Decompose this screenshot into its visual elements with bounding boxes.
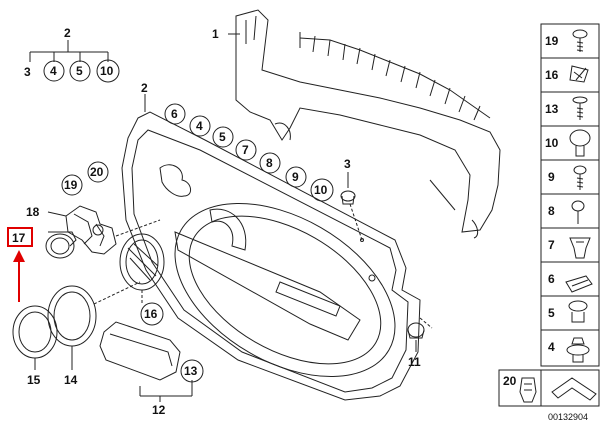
label-10a: 10: [100, 64, 114, 78]
callout-circle-16: [140, 302, 164, 326]
label-20: 20: [90, 165, 104, 179]
table-icons: [519, 29, 597, 403]
label-2a: 2: [64, 26, 71, 40]
callout-row-6-10: [164, 103, 334, 202]
label-7: 7: [242, 143, 249, 157]
label-17: 17: [12, 231, 26, 245]
part-17-ring: [45, 231, 77, 259]
callout-circle-19: [61, 174, 83, 196]
part-3-clip: [340, 172, 363, 241]
callout-labels: 2 3 4 5 10 1 2 6 4 5 7 8 9 10 3 20 19 18…: [12, 26, 421, 417]
table-bottom-label: 20: [503, 374, 517, 388]
table-row-label: 8: [548, 204, 555, 218]
callout-circle-10a: [96, 59, 120, 83]
label-12: 12: [152, 403, 166, 417]
part-18-switch-bracket: [47, 161, 161, 255]
label-18: 18: [26, 205, 40, 219]
callout-circle-13: [180, 359, 204, 383]
diagram-id: 00132904: [548, 412, 588, 422]
label-6: 6: [171, 107, 178, 121]
screw-icon-19: [572, 29, 588, 39]
label-10b: 10: [314, 183, 328, 197]
part-15-ring: [12, 305, 58, 370]
label-3b: 3: [344, 157, 351, 171]
callout-circle-20: [87, 161, 109, 183]
part-12-cover: [99, 321, 204, 402]
part-1-bracket: [235, 9, 501, 239]
label-5a: 5: [76, 64, 83, 78]
highlight-17: [7, 227, 33, 302]
label-19: 19: [64, 178, 78, 192]
callout-circle-5a: [69, 60, 91, 82]
label-15: 15: [27, 373, 41, 387]
nut-icon-16: [569, 65, 589, 83]
table-row-label: 5: [548, 306, 555, 320]
label-4a: 4: [50, 64, 57, 78]
label-9: 9: [292, 170, 299, 184]
group-2-tree: [29, 40, 120, 83]
table-row-label: 4: [548, 340, 555, 354]
table-labels: 19 16 13 10 9 8 7 6 5 4 20 00132904: [503, 34, 588, 422]
part-11-plug: [407, 317, 433, 352]
part-2-door-panel: [121, 111, 421, 401]
label-13: 13: [184, 364, 198, 378]
part-speaker-grille: [119, 233, 165, 304]
label-1: 1: [212, 27, 219, 41]
label-14: 14: [64, 373, 78, 387]
parts-table: [498, 23, 600, 407]
table-row-label: 9: [548, 170, 555, 184]
label-16: 16: [144, 307, 158, 321]
table-row-label: 7: [548, 238, 555, 252]
label-5b: 5: [219, 130, 226, 144]
table-row-label: 13: [545, 102, 559, 116]
label-4b: 4: [196, 119, 203, 133]
table-row-label: 10: [545, 136, 559, 150]
table-row-label: 6: [548, 272, 555, 286]
part-14-ring: [47, 281, 141, 370]
callout-circle-4a: [43, 60, 65, 82]
label-3a: 3: [24, 65, 31, 79]
table-row-label: 16: [545, 68, 559, 82]
table-row-label: 19: [545, 34, 559, 48]
label-8: 8: [266, 156, 273, 170]
label-2b: 2: [141, 81, 148, 95]
label-11: 11: [408, 355, 421, 369]
